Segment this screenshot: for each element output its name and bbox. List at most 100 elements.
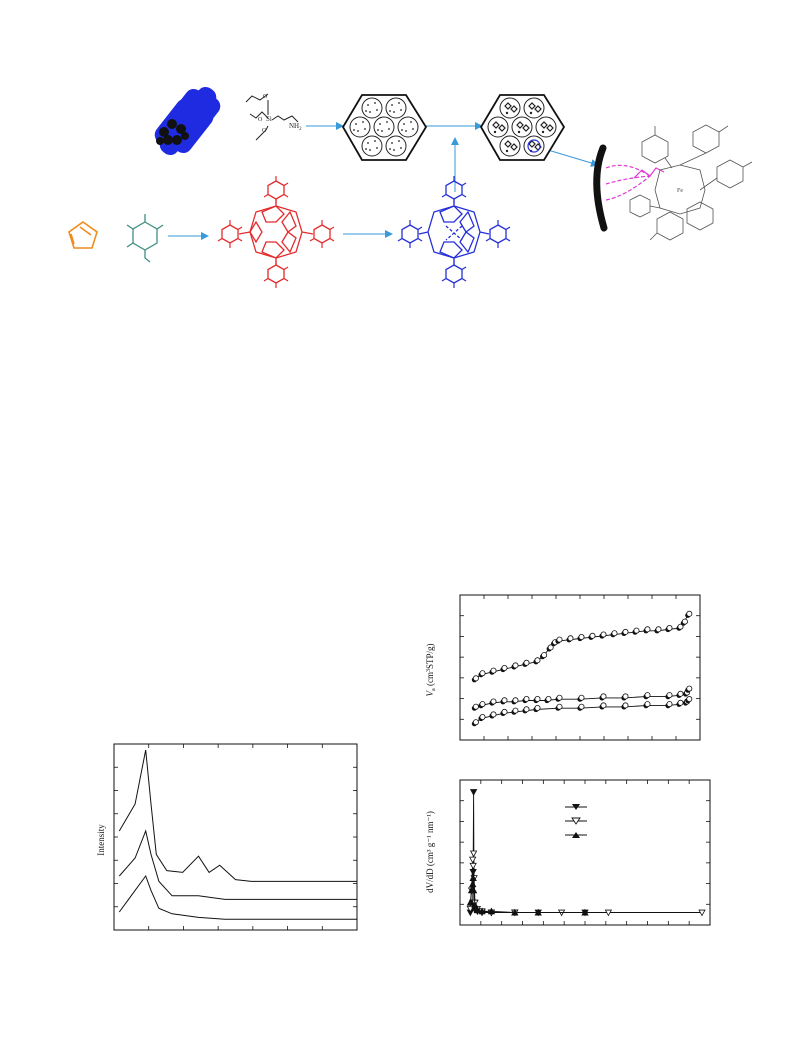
isotherm-point-desorption — [622, 628, 629, 635]
isotherm-point-desorption — [472, 719, 479, 726]
psd-point — [469, 789, 478, 796]
isotherm-point-desorption — [501, 665, 508, 672]
psd-point — [471, 901, 479, 909]
arrow-3 — [547, 149, 599, 167]
legend-marker-open-down-triangle — [571, 817, 581, 825]
xrd-ylabel: Intensity — [96, 824, 106, 856]
xrd-line-2 — [118, 829, 357, 900]
aptes-molecule: O O O — [245, 93, 299, 141]
svg-text:O: O — [262, 128, 267, 134]
isotherm-point-desorption — [501, 708, 508, 715]
isotherm-point-desorption — [589, 632, 596, 639]
isotherm-point-desorption — [523, 659, 530, 666]
psd-point — [469, 856, 477, 864]
psd-point — [469, 850, 478, 858]
isotherm-point-desorption — [490, 667, 497, 674]
xrd-line-3 — [118, 874, 357, 920]
hexagon-porphyrin-mcm41 — [479, 94, 566, 161]
isotherm-point-desorption — [633, 627, 640, 634]
isotherm-point-desorption — [644, 692, 651, 699]
isotherm-point-desorption — [534, 696, 541, 703]
si-label: Si — [266, 115, 272, 123]
benzaldehyde-molecule — [126, 214, 164, 263]
psd-ylabel: dV/dD (cm³ g⁻¹ nm⁻¹) — [425, 811, 435, 893]
isotherm-point-desorption — [490, 711, 497, 718]
isotherm-point-desorption — [490, 698, 497, 705]
isotherm-point-desorption — [512, 697, 519, 704]
isotherm-point-desorption — [556, 703, 563, 710]
isotherm-figure: Va (cm3STP/g) — [425, 594, 701, 741]
isotherm-point-desorption — [512, 662, 519, 669]
mcm41-rods-icon — [154, 86, 221, 156]
psd-point — [487, 907, 496, 915]
isotherm-ticks — [459, 594, 701, 741]
xrd-plot-frame — [113, 743, 358, 931]
psd-line-1 — [469, 791, 585, 913]
legend-marker-filled-up-triangle — [572, 832, 580, 838]
isotherm-point-desorption — [611, 630, 618, 637]
psd-figure: dV/dD (cm³ g⁻¹ nm⁻¹) — [425, 779, 711, 926]
xrd-figure: Intensity — [96, 743, 358, 931]
isotherm-line-3 — [474, 700, 689, 725]
isotherm-point-desorption — [523, 706, 530, 713]
legend-marker-filled-down-triangle — [572, 804, 580, 810]
psd-point — [469, 862, 477, 870]
isotherm-point-desorption — [600, 631, 607, 638]
psd-ticks — [459, 779, 711, 926]
isotherm-point-desorption — [534, 657, 541, 664]
isotherm-point-desorption — [644, 626, 651, 633]
nh2-label: NH2 — [289, 122, 302, 132]
hexagon-amine-mcm41 — [341, 94, 428, 161]
isotherm-point-desorption — [686, 696, 693, 703]
psd-legend — [565, 804, 587, 838]
isotherm-point-desorption — [578, 694, 585, 701]
psd-point — [469, 869, 477, 876]
xrd-ticks — [113, 743, 358, 931]
isotherm-point-desorption — [677, 699, 684, 706]
psd-point — [581, 908, 589, 916]
isotherm-point-desorption — [556, 636, 563, 643]
isotherm-point-desorption — [567, 635, 574, 642]
psd-point — [604, 909, 613, 917]
anchored-porphyrin-detail: Fe — [593, 124, 753, 241]
isotherm-point-desorption — [655, 626, 662, 633]
psd-point — [534, 908, 542, 916]
isotherm-point-desorption — [534, 705, 541, 712]
free-base-porphyrin — [217, 175, 335, 289]
isotherm-point-desorption — [622, 702, 629, 709]
isotherm-point-desorption — [472, 675, 479, 682]
isotherm-point-desorption — [512, 707, 519, 714]
isotherm-point-desorption — [666, 692, 673, 699]
psd-point — [466, 898, 475, 906]
isotherm-ylabel: Va (cm3STP/g) — [425, 644, 437, 697]
isotherm-point-desorption — [677, 623, 684, 630]
svg-text:O: O — [263, 94, 268, 100]
isotherm-point-desorption — [600, 702, 607, 709]
isotherm-point-desorption — [545, 696, 552, 703]
psd-series — [466, 789, 706, 917]
isotherm-point-desorption — [681, 618, 688, 625]
isotherm-point-desorption — [600, 693, 607, 700]
isotherm-point-desorption — [547, 644, 554, 651]
psd-point — [478, 907, 486, 915]
psd-point — [469, 886, 478, 894]
isotherm-point-desorption — [479, 670, 486, 677]
psd-plot-frame — [459, 779, 711, 926]
isotherm-point-desorption — [578, 703, 585, 710]
synthesis-scheme: O O O Si NH2 — [68, 86, 753, 289]
isotherm-point-desorption — [686, 610, 693, 617]
isotherm-series — [471, 610, 693, 727]
psd-point — [469, 874, 477, 881]
svg-text:O: O — [258, 117, 263, 123]
isotherm-point-desorption — [523, 696, 530, 703]
isotherm-point-desorption — [472, 703, 479, 710]
isotherm-point-desorption — [501, 697, 508, 704]
isotherm-point-desorption — [666, 701, 673, 708]
isotherm-point-desorption — [556, 694, 563, 701]
isotherm-plot-frame — [459, 594, 701, 741]
isotherm-point-desorption — [622, 693, 629, 700]
psd-point — [511, 908, 519, 916]
isotherm-point-desorption — [686, 685, 693, 692]
isotherm-point-desorption — [479, 701, 486, 708]
psd-line-2 — [469, 853, 702, 913]
